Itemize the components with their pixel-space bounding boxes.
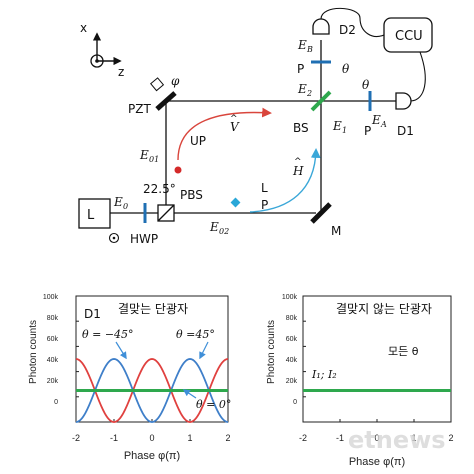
coordinate-axes-icon: x z: [80, 21, 124, 79]
left-ytick-label: 80k: [47, 315, 59, 322]
h-hat: ^: [294, 157, 302, 167]
right-chart-subtitle: 모든 θ: [388, 345, 419, 358]
left-ytick-label: 100k: [43, 294, 59, 301]
left-xtick-label: 2: [225, 433, 230, 443]
right-ytick-label: 60k: [286, 336, 298, 343]
up-path-dot: [174, 166, 182, 174]
ea-subscript: A: [380, 120, 387, 129]
right-chart-title: 결맞지 않는 단광자: [336, 302, 432, 316]
e02-subscript: 02: [219, 227, 229, 236]
annotation-theta-45: θ =45°: [176, 328, 215, 341]
p-b-label: P: [297, 62, 304, 76]
right-ytick-label: 80k: [286, 315, 298, 322]
right-y-axis-title: Photon counts: [266, 320, 277, 384]
theta-b-label: θ: [342, 62, 350, 76]
phi-label: φ: [171, 74, 180, 88]
e0-label: E: [113, 195, 123, 209]
left-xtick-label: 0: [149, 433, 154, 443]
e0-subscript: 0: [123, 202, 128, 211]
v-polarization-label: V: [230, 120, 240, 134]
left-xtick-label: -1: [110, 433, 118, 443]
series-line-0: [75, 358, 229, 423]
e2-label: E: [297, 82, 307, 96]
annotation-theta-0: θ = 0°: [196, 398, 231, 411]
ccu-cables: [320, 7, 426, 102]
lower-path-arrow: [249, 148, 321, 213]
right-ytick-label: 20k: [286, 378, 298, 385]
lower-path-diamond: [230, 197, 241, 208]
e01-subscript: 01: [149, 155, 159, 164]
laser-label: L: [87, 208, 95, 223]
annotation-arrow: [115, 341, 127, 360]
upper-path-arrow: [177, 107, 272, 161]
hwp-label: HWP: [130, 232, 158, 246]
optical-setup: x z L E 0 HWP 22.5°: [78, 7, 433, 246]
axis-z-label: z: [118, 65, 124, 79]
annotation-arrow: [182, 389, 197, 399]
right-xtick-label: -1: [336, 433, 344, 443]
polarizing-beam-splitter: [157, 204, 175, 222]
detector-d2-icon: [312, 18, 330, 35]
d1-label: D1: [397, 124, 414, 138]
p-lower-label: P: [261, 198, 268, 212]
pbs-label: PBS: [180, 188, 203, 202]
d2-label: D2: [339, 23, 356, 37]
v-hat: ^: [230, 114, 238, 124]
angle-label: 22.5°: [143, 182, 176, 196]
left-y-axis-title: Photon counts: [28, 320, 39, 384]
left-ytick-label: 40k: [47, 357, 59, 364]
mirror: [310, 202, 332, 224]
detector-d1-icon: [395, 92, 412, 110]
watermark-logo: etnews: [348, 426, 446, 454]
axis-x-label: x: [80, 21, 87, 35]
polarization-dot-icon: [108, 232, 120, 244]
left-ytick-label: 60k: [47, 336, 59, 343]
right-ytick-label: 100k: [282, 294, 298, 301]
annotation-arrow: [199, 341, 209, 360]
eb-label: E: [297, 38, 307, 52]
e01-label: E: [139, 148, 149, 162]
left-xtick-label: 1: [187, 433, 192, 443]
right-xtick-label: 0: [374, 433, 379, 443]
e2-subscript: 2: [306, 89, 312, 98]
annotation-theta-minus45: θ = −45°: [82, 328, 134, 341]
right-xtick-label: -2: [299, 433, 307, 443]
left-ytick-label: 0: [54, 399, 58, 406]
h-polarization-label: H: [292, 164, 304, 178]
beam-splitter: [310, 90, 332, 112]
eb-subscript: B: [306, 45, 313, 54]
left-xtick-label: -2: [72, 433, 80, 443]
left-chart-title: 결맞는 단광자: [118, 302, 188, 316]
up-label: UP: [190, 134, 206, 148]
right-xtick-label: 2: [448, 433, 453, 443]
e02-label: E: [209, 220, 219, 234]
series-line-1: [75, 358, 229, 423]
laser-box: [78, 198, 111, 229]
e1-subscript: 1: [342, 126, 347, 135]
ccu-label: CCU: [395, 29, 423, 44]
left-x-axis-title: Phase φ(π): [124, 450, 180, 462]
e1-label: E: [332, 119, 342, 133]
mirror-label: M: [331, 224, 341, 238]
l-path-label: L: [261, 181, 268, 195]
theta-a-label: θ: [362, 78, 370, 92]
left-ytick-label: 20k: [47, 378, 59, 385]
pzt-label: PZT: [128, 102, 151, 116]
right-ytick-label: 0: [293, 399, 297, 406]
right-xtick-label: 1: [411, 433, 416, 443]
p-a-label: P: [364, 124, 371, 138]
pzt-mirror: [150, 77, 177, 111]
bs-label: BS: [293, 121, 309, 135]
ea-label: E: [371, 113, 381, 127]
right-x-axis-title: Phase φ(π): [349, 456, 405, 468]
left-panel-label: D1: [84, 307, 101, 321]
right-chart-legend: I₁; I₂: [311, 368, 337, 381]
right-ytick-label: 40k: [286, 357, 298, 364]
